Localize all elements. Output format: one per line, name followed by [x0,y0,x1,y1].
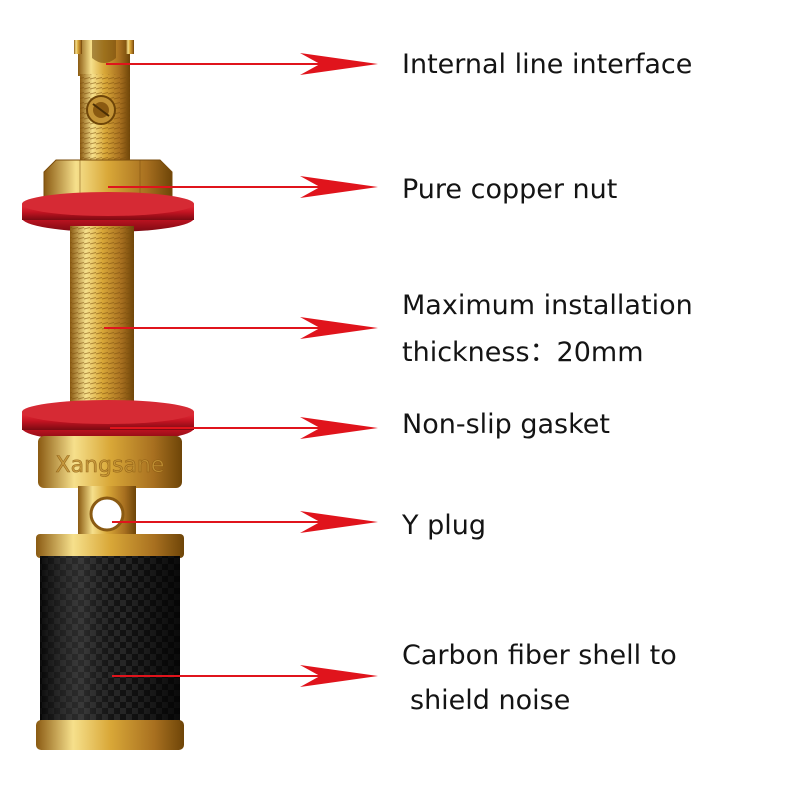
label-internal-line-interface: Internal line interface [402,49,693,80]
non-slip-gasket-shape [22,400,194,442]
threaded-shank [70,226,134,406]
arrow-non-slip-gasket [110,417,378,439]
label-maximum-installation-line2: thickness：20mm [402,337,644,368]
y-plug-eye [78,486,136,538]
label-carbon-fiber-line1: Carbon fiber shell to [402,640,677,671]
arrow-carbon-fiber-shell [112,665,378,687]
arrows [104,53,378,687]
label-y-plug: Y plug [402,510,486,541]
arrow-y-plug [112,511,378,533]
label-pure-copper-nut: Pure copper nut [402,174,618,205]
label-maximum-installation-line1: Maximum installation [402,290,693,321]
upper-red-gasket [22,192,194,232]
upper-threaded-rod [80,74,130,174]
label-carbon-fiber-line2: shield noise [410,685,571,716]
line-interface-tip [74,40,134,76]
brand-engraving: Xangsane [56,453,165,478]
carbon-fiber-shell [36,534,184,750]
arrow-internal-line-interface [106,53,378,75]
gold-collar: Xangsane [38,436,182,488]
arrow-pure-copper-nut [108,176,378,198]
label-non-slip-gasket: Non-slip gasket [402,409,610,440]
arrow-maximum-installation [104,317,378,339]
